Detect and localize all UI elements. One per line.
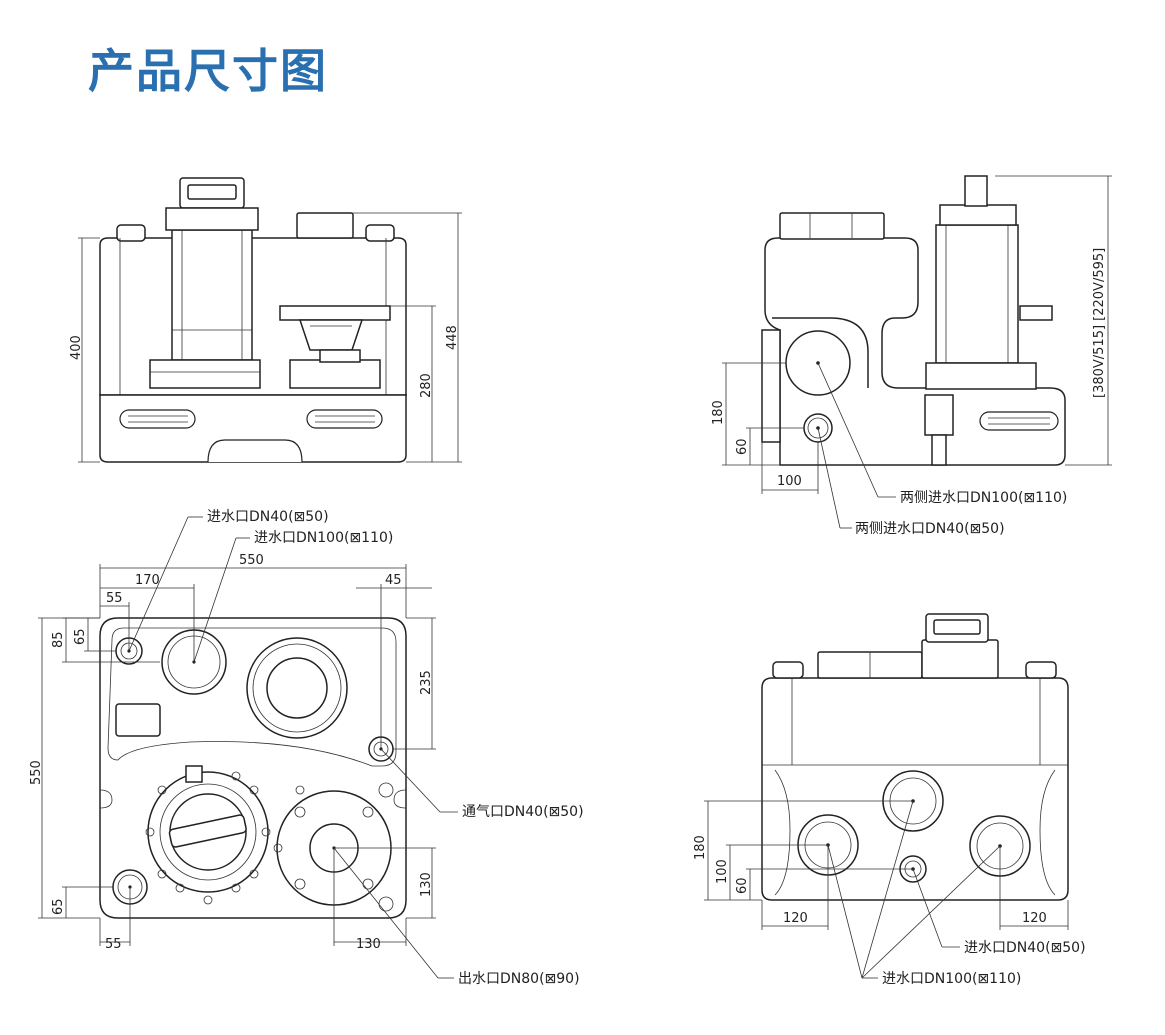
- dim-height: [380V/515] [220V/595]: [1092, 248, 1107, 398]
- front-view: 400 448 280: [69, 177, 462, 463]
- dim-back-120-right: 120: [1022, 911, 1047, 926]
- back-view: 180 100 60 120 120 进水口DN40(⊠50) 进水口DN100…: [693, 613, 1086, 987]
- label-side-inlet-dn100: 两侧进水口DN100(⊠110): [900, 490, 1067, 506]
- dim-550-height: 550: [29, 760, 44, 785]
- dim-180: 180: [711, 400, 726, 425]
- top-view: 550 170 55 45 85 65 235 550 65 55 1: [29, 509, 584, 987]
- pump-bolts: [145, 771, 271, 905]
- side-view: 180 60 100 [380V/515] [220V/595] 两侧进水口DN…: [711, 175, 1112, 537]
- dim-45: 45: [385, 573, 402, 588]
- dim-back-120-left: 120: [783, 911, 808, 926]
- dim-back-180: 180: [693, 835, 708, 860]
- label-outlet: 出水口DN80(⊠90): [458, 971, 580, 987]
- dim-back-100: 100: [715, 859, 730, 884]
- dim-280: 280: [419, 373, 434, 398]
- label-back-inlet-dn40: 进水口DN40(⊠50): [964, 940, 1086, 956]
- dim-130-v: 130: [419, 872, 434, 897]
- dim-65-bottom: 65: [51, 898, 66, 915]
- dim-550-width: 550: [239, 553, 264, 568]
- dim-400: 400: [69, 335, 84, 360]
- dim-448: 448: [445, 325, 460, 350]
- dim-130-h: 130: [356, 937, 381, 952]
- dim-65-top: 65: [73, 628, 88, 645]
- dim-55-top: 55: [106, 591, 123, 606]
- dim-85: 85: [51, 631, 66, 648]
- dim-back-60: 60: [735, 877, 750, 894]
- label-back-inlet-dn100: 进水口DN100(⊠110): [882, 971, 1021, 987]
- label-side-inlet-dn40: 两侧进水口DN40(⊠50): [855, 521, 1005, 537]
- label-top-inlet-dn100: 进水口DN100(⊠110): [254, 530, 393, 546]
- dim-235: 235: [419, 670, 434, 695]
- dim-55-bottom: 55: [105, 937, 122, 952]
- dim-60: 60: [735, 438, 750, 455]
- page-title: 产品尺寸图: [88, 44, 328, 98]
- dim-100: 100: [777, 474, 802, 489]
- label-top-inlet-dn40: 进水口DN40(⊠50): [207, 509, 329, 525]
- label-vent: 通气口DN40(⊠50): [462, 804, 584, 820]
- dim-170: 170: [135, 573, 160, 588]
